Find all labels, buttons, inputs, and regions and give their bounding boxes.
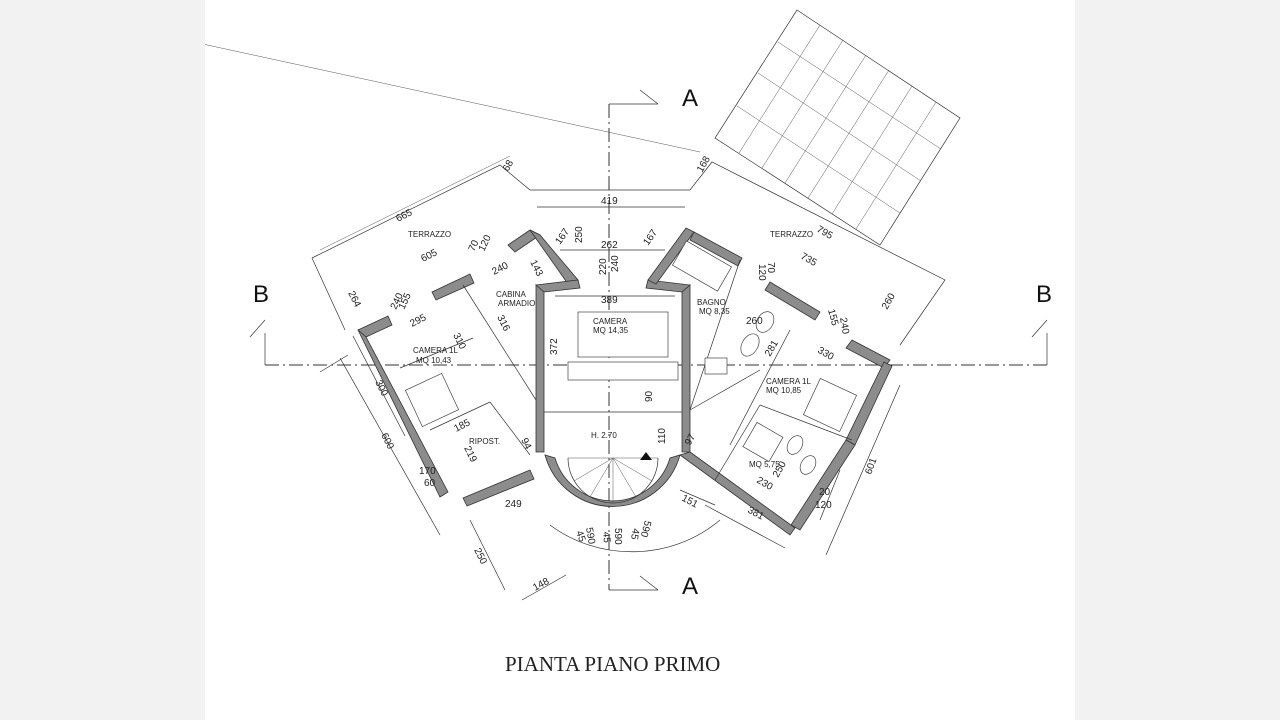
sink [704,357,728,375]
dim: 70 [765,262,776,274]
dim: 389 [601,295,618,306]
dim: 260 [880,291,898,311]
bidet [755,311,775,333]
bidet-2 [799,455,817,475]
dim: 240 [610,255,621,272]
partitions [399,259,853,481]
dim: 70 [467,238,482,253]
dim: 590 [583,527,597,546]
bathtub [672,240,732,292]
stair-arrow-icon [640,452,652,460]
dim: 110 [657,428,668,444]
dim: 170 [419,466,436,477]
dim: 155 [825,308,840,327]
label-bagno-area: MQ 8,35 [699,307,730,316]
label-camera-left: CAMERA 1L [413,346,458,355]
dim: 262 [601,240,618,251]
dim: 220 [598,258,609,275]
dim: 148 [531,576,551,594]
dim: 151 [680,493,700,511]
label-cabina: CABINA [496,290,526,299]
dim: 665 [394,207,414,225]
label-camera-right: CAMERA 1L [766,377,811,386]
dim: 372 [549,338,560,355]
dim: 590 [612,528,623,545]
dim: 605 [419,247,439,265]
dim: 240 [837,317,851,336]
dim: 316 [494,313,512,333]
section-label-a-bottom: A [682,573,698,600]
dim: 143 [527,258,545,278]
dim: 45 [600,531,612,543]
shower [742,421,784,463]
toilet [740,333,760,357]
dim: 45 [628,527,641,540]
dim: 94 [518,436,533,451]
dim: 45 [573,529,587,544]
dim: 60 [424,478,436,489]
dim: 250 [471,546,489,566]
dim: 120 [815,500,832,511]
dim: 419 [601,196,618,207]
terrace-outlines [205,44,946,346]
dim: 795 [815,224,835,242]
dim: 20 [819,487,831,498]
bed-left [404,372,460,428]
section-label-b-right: B [1036,281,1052,308]
dim: 167 [641,227,660,247]
dim: 249 [505,499,522,510]
dim: 90 [644,390,655,402]
label-ripost: RIPOST. [469,437,500,446]
dim: 295 [408,312,428,330]
label-bath-small: MQ 5,75 [749,460,780,469]
dim: 167 [553,226,572,246]
floor-plan: A A B B [205,9,1052,676]
spiral-stair [549,452,721,553]
dim: 590 [638,519,653,538]
bed [577,311,669,358]
label-camera-left-area: MQ 10,43 [416,356,452,365]
dim: 230 [755,475,775,493]
label-hall-height: H. 2.70 [591,431,617,440]
drawing-sheet: A A B B [205,0,1075,720]
bed-right [802,377,858,433]
label-terrazzo-right: TERRAZZO [770,230,813,239]
dim: 601 [863,456,879,476]
pergola-grid [714,9,961,246]
dim: 120 [756,264,767,281]
dimension-lines [319,206,901,601]
dim: 97 [683,432,698,448]
label-camera-center: CAMERA [593,317,628,326]
dim: 281 [763,338,781,358]
dim: 68 [501,158,516,174]
label-terrazzo-left: TERRAZZO [408,230,451,239]
section-label-a-top: A [682,85,698,112]
section-label-b-left: B [253,281,269,308]
dim: 219 [461,444,479,464]
dim: 240 [490,260,510,278]
fixtures [352,240,858,475]
dim: 260 [746,316,763,327]
walls [357,227,893,536]
dim: 250 [574,226,585,243]
dim: 168 [695,154,713,174]
label-bagno: BAGNO [697,298,726,307]
dim: 735 [799,251,819,269]
dim: 264 [345,289,363,309]
toilet-2 [786,435,804,455]
dim: 600 [378,431,396,451]
label-armadio: ARMADIO [498,299,535,308]
drawing-title: PIANTA PIANO PRIMO [505,652,720,676]
dim: 185 [452,417,472,435]
wardrobe [567,361,679,381]
label-camera-center-area: MQ 14,35 [593,326,629,335]
label-camera-right-area: MQ 10,85 [766,386,802,395]
dim: 330 [816,345,836,363]
